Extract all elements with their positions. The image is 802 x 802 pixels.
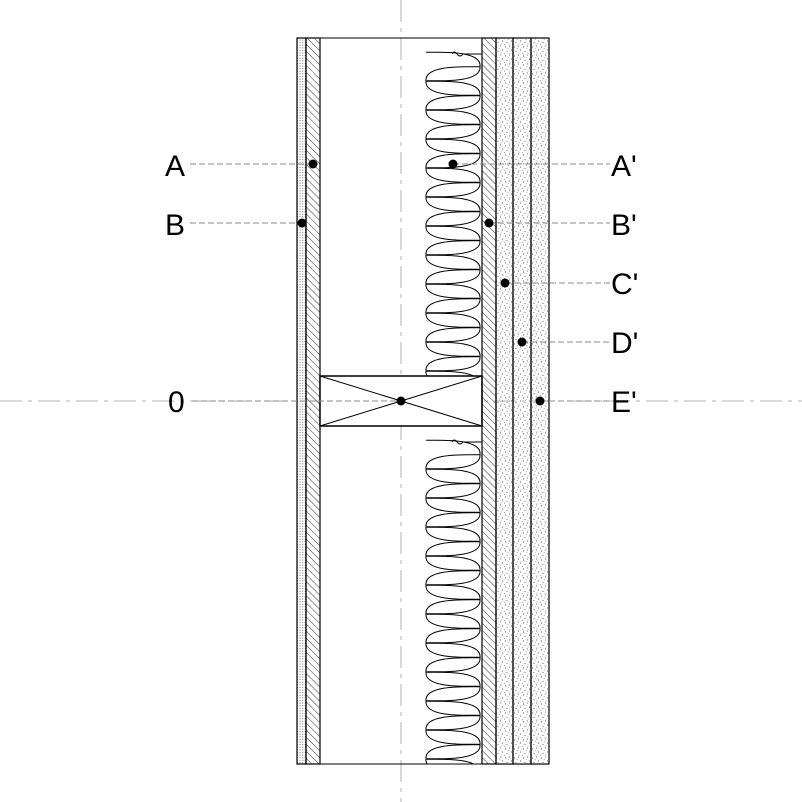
batt-insulation-icon [425,439,482,764]
insulation-loop-path [425,439,481,764]
point-a-prime [448,159,458,169]
point-d-prime [517,337,527,347]
label-b: B [165,209,185,242]
sheathing-hatched-board [481,37,497,765]
insulation-notch [451,439,482,445]
point-e-prime [535,396,545,406]
insulation-notch [451,51,482,57]
label-b-prime: B' [611,209,637,242]
batt-insulation-icon [425,51,482,376]
label-e-prime: E' [611,386,637,419]
label-d-prime: D' [611,327,638,360]
point-c-prime [500,278,510,288]
point-a [308,159,318,169]
label-zero: 0 [168,386,185,419]
insulation-loop-path [425,66,481,376]
point-zero [396,396,406,406]
point-b-prime [484,218,494,228]
label-a-prime: A' [611,150,637,183]
label-c-prime: C' [611,268,638,301]
insulation-loop-path [425,454,481,764]
point-b [297,218,307,228]
cement-board-layer-1 [495,37,514,765]
label-a: A [165,150,185,183]
cement-board-layer-2 [512,37,532,765]
